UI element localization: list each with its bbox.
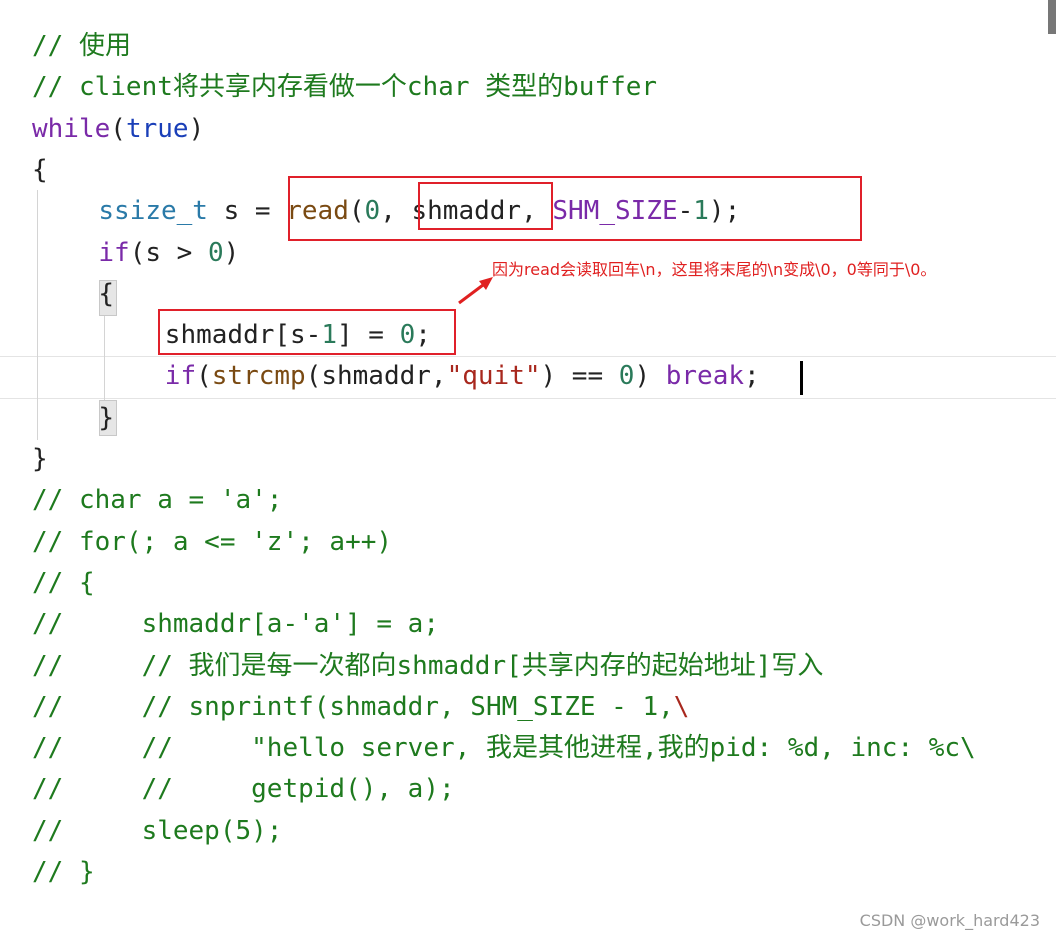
code-token: // // snprintf(shmaddr, SHM_SIZE - 1,: [32, 691, 674, 722]
code-token: s =: [207, 196, 287, 227]
code-token: if: [98, 237, 130, 268]
code-token: break: [665, 361, 745, 392]
code-token: // // "hello server, 我是其他进程,我的pid: %d, i…: [32, 733, 976, 764]
code-token: 0: [618, 361, 635, 392]
code-token: ): [188, 113, 205, 144]
code-token: if: [164, 361, 197, 392]
code-token: 0: [364, 196, 381, 227]
code-token: // sleep(5);: [32, 815, 283, 846]
code-line[interactable]: // // 我们是每一次都向shmaddr[共享内存的起始地址]写入: [32, 646, 823, 687]
code-line[interactable]: }: [32, 439, 48, 480]
text-caret: [800, 361, 803, 395]
code-token: ssize_t: [98, 196, 208, 227]
code-line[interactable]: // for(; a <= 'z'; a++): [32, 522, 392, 563]
highlight-box-null-terminate: [158, 309, 456, 355]
indent-guide-outer: [37, 190, 38, 440]
code-token: while: [32, 113, 111, 144]
code-token: // // getpid(), a);: [32, 774, 455, 805]
code-line[interactable]: {: [98, 274, 114, 315]
code-line[interactable]: // char a = 'a';: [32, 480, 282, 521]
code-token: , shmaddr,: [380, 196, 553, 227]
scrollbar-thumb[interactable]: [1048, 0, 1056, 34]
code-line[interactable]: if(s > 0): [98, 233, 239, 274]
code-token: \: [673, 691, 690, 722]
code-token: read: [286, 196, 349, 227]
code-line[interactable]: }: [98, 398, 114, 439]
indent-guide-inner: [104, 315, 105, 415]
code-token: }: [98, 402, 115, 433]
code-token: ): [634, 361, 666, 392]
code-line[interactable]: ssize_t s = read(0, shmaddr, SHM_SIZE-1)…: [98, 191, 740, 232]
code-token: ] =: [337, 320, 400, 351]
code-token: }: [32, 444, 48, 474]
code-token: 1: [321, 320, 337, 351]
code-token: // client将共享内存看做一个char 类型的buffer: [32, 72, 658, 103]
code-line[interactable]: // {: [32, 563, 95, 604]
code-line[interactable]: // 使用: [32, 26, 131, 67]
code-token: ): [223, 237, 240, 268]
code-line[interactable]: // // snprintf(shmaddr, SHM_SIZE - 1,\: [32, 687, 689, 728]
code-token: // {: [32, 567, 95, 598]
code-token: );: [708, 196, 741, 227]
code-token: // }: [32, 857, 95, 887]
code-token: ) ==: [540, 361, 619, 392]
code-token: (: [348, 196, 365, 227]
code-token: -: [677, 196, 694, 227]
code-line[interactable]: // // getpid(), a);: [32, 769, 455, 810]
code-token: 0: [399, 320, 416, 351]
code-token: ;: [744, 361, 760, 392]
code-line[interactable]: // sleep(5);: [32, 811, 282, 852]
code-token: {: [98, 278, 115, 309]
code-line[interactable]: // shmaddr[a-'a'] = a;: [32, 604, 439, 645]
watermark: CSDN @work_hard423: [859, 911, 1040, 930]
code-token: // // 我们是每一次都向shmaddr[共享内存的起始地址]写入: [32, 650, 824, 681]
current-line-highlight: [0, 356, 1056, 399]
code-token: strcmp: [211, 361, 306, 392]
code-line[interactable]: // client将共享内存看做一个char 类型的buffer: [32, 67, 657, 108]
code-line[interactable]: {: [32, 150, 48, 191]
code-line[interactable]: if(strcmp(shmaddr,"quit") == 0) break;: [165, 356, 760, 397]
matched-brace-close: [99, 400, 117, 436]
matched-brace-open: [99, 280, 117, 316]
code-token: // for(; a <= 'z'; a++): [32, 526, 393, 557]
code-token: (: [196, 361, 212, 392]
code-token: (shmaddr,: [305, 361, 447, 392]
code-token: // char a = 'a';: [32, 485, 283, 516]
code-token: // 使用: [32, 31, 131, 61]
code-line[interactable]: // }: [32, 852, 95, 893]
annotation-note: 因为read会读取回车\n，这里将末尾的\n变成\0，0等同于\0。: [492, 260, 937, 279]
code-line[interactable]: // // "hello server, 我是其他进程,我的pid: %d, i…: [32, 728, 976, 769]
code-token: 1: [693, 196, 709, 227]
code-token: ;: [415, 320, 431, 351]
code-token: 0: [207, 237, 224, 268]
highlight-box-shmaddr: [418, 182, 553, 230]
code-token: SHM_SIZE: [552, 196, 678, 227]
red-arrow-icon: [458, 277, 493, 305]
code-token: {: [32, 154, 48, 185]
code-token: true: [125, 113, 189, 144]
code-token: (s >: [129, 237, 208, 268]
code-line[interactable]: while(true): [32, 109, 204, 150]
code-token: // shmaddr[a-'a'] = a;: [32, 609, 439, 640]
highlight-box-read-call: [288, 176, 862, 241]
code-token: shmaddr[s-: [164, 320, 322, 351]
code-token: (: [110, 113, 126, 144]
code-line[interactable]: shmaddr[s-1] = 0;: [165, 315, 431, 356]
code-token: "quit": [446, 361, 541, 392]
